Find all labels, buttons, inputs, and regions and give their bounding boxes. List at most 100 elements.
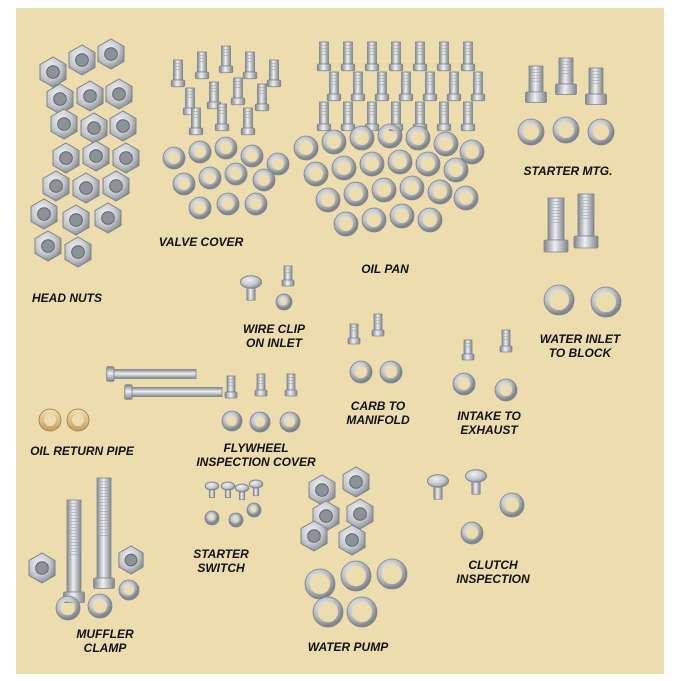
lock-washer — [372, 178, 396, 202]
hex-bolt — [436, 41, 452, 72]
hex-nut — [68, 44, 96, 76]
washer-edge — [361, 207, 387, 233]
hex-nut — [118, 545, 144, 575]
round-head-screw — [240, 275, 262, 301]
lock-washer — [199, 167, 221, 189]
washer-edge — [427, 179, 453, 205]
lock-washer — [350, 361, 372, 383]
lock-washer — [119, 580, 139, 600]
label-flywheel-inspection-cover: FLYWHEEL INSPECTION COVER — [196, 441, 316, 469]
hex-nut — [342, 466, 370, 498]
washer-edge — [162, 146, 186, 170]
washer-edge — [275, 293, 293, 311]
washer-edge — [214, 136, 238, 160]
lock-washer — [229, 513, 243, 527]
hex-nut — [46, 83, 74, 115]
lock-washer — [334, 212, 358, 236]
hex-nut — [102, 170, 130, 202]
hex-bolt — [460, 101, 476, 132]
lock-washer — [247, 503, 261, 517]
lock-washer — [461, 522, 483, 544]
washer-edge — [216, 192, 240, 216]
washer-edge — [417, 207, 443, 233]
hex-bolt — [585, 67, 607, 105]
label-oil-pan: OIL PAN — [361, 262, 409, 276]
washer-edge — [460, 521, 484, 545]
lock-washer — [553, 117, 579, 143]
washer-edge — [494, 378, 518, 402]
label-starter-mtg: STARTER MTG. — [523, 164, 613, 178]
hex-bolt — [316, 41, 332, 72]
washer-edge — [349, 125, 375, 151]
lock-washer — [591, 287, 621, 317]
hex-nut — [308, 474, 336, 506]
lock-washer — [294, 136, 318, 160]
washer-edge — [38, 408, 62, 432]
hex-bolt — [340, 41, 356, 72]
hex-bolt — [555, 57, 577, 95]
washer-edge — [252, 168, 276, 192]
washer-edge — [204, 510, 220, 526]
label-water-inlet: WATER INLET TO BLOCK — [539, 332, 621, 360]
washer-edge — [371, 177, 397, 203]
lock-washer — [500, 493, 524, 517]
lock-washer — [189, 141, 211, 163]
lock-washer — [88, 594, 112, 618]
hex-bolt — [254, 373, 268, 397]
lock-washer — [454, 186, 478, 210]
washer-edge — [343, 181, 369, 207]
washer-edge — [590, 286, 622, 318]
lock-washer — [267, 153, 289, 175]
lock-washer — [205, 511, 219, 525]
hex-bolt — [374, 71, 390, 102]
hex-nut — [76, 80, 104, 112]
lock-washer — [518, 119, 544, 145]
washer-edge — [587, 118, 615, 146]
hex-bolt — [194, 51, 210, 80]
hex-bolt — [224, 375, 238, 399]
lock-washer — [544, 285, 574, 315]
label-valve-cover: VALVE COVER — [158, 235, 244, 249]
label-intake-to-exhaust: INTAKE TO EXHAUST — [457, 409, 521, 437]
washer-edge — [331, 155, 357, 181]
washer-edge — [246, 502, 262, 518]
lock-washer — [344, 182, 368, 206]
hex-nut — [62, 204, 90, 236]
label-wire-clip: WIRE CLIP ON INLET — [243, 322, 305, 350]
lock-washer — [400, 176, 424, 200]
hex-bolt — [214, 103, 230, 132]
long-bolt — [106, 366, 197, 382]
label-clutch-inspection: CLUTCH INSPECTION — [456, 558, 530, 586]
lock-washer — [406, 126, 430, 150]
hex-bolt — [470, 71, 486, 102]
hex-bolt — [326, 71, 342, 102]
lock-washer — [253, 169, 275, 191]
lock-washer — [460, 140, 484, 164]
washer-edge — [349, 360, 373, 384]
washer-edge — [266, 152, 290, 176]
washer-edge — [387, 149, 413, 175]
washer-edge — [399, 175, 425, 201]
washer-edge — [415, 151, 441, 177]
hex-nut — [72, 172, 100, 204]
hex-nut — [338, 524, 366, 556]
label-muffler-clamp: MUFFLER CLAMP — [76, 627, 134, 655]
hex-nut — [64, 236, 92, 268]
lock-washer — [215, 137, 237, 159]
washer-edge — [552, 116, 580, 144]
washer-edge — [279, 411, 301, 433]
washer-edge — [433, 131, 459, 157]
washer-edge — [172, 172, 196, 196]
lock-washer — [332, 156, 356, 180]
lock-washer — [222, 411, 242, 431]
lock-washer — [217, 193, 239, 215]
washer-edge — [293, 135, 319, 161]
washer-edge — [221, 410, 243, 432]
lock-washer — [588, 119, 614, 145]
washer-edge — [188, 140, 212, 164]
lock-washer — [416, 152, 440, 176]
hex-nut — [109, 110, 137, 142]
hex-bolt — [412, 41, 428, 72]
lock-washer — [225, 163, 247, 185]
label-carb-to-manifold: CARB TO MANIFOLD — [346, 399, 410, 427]
